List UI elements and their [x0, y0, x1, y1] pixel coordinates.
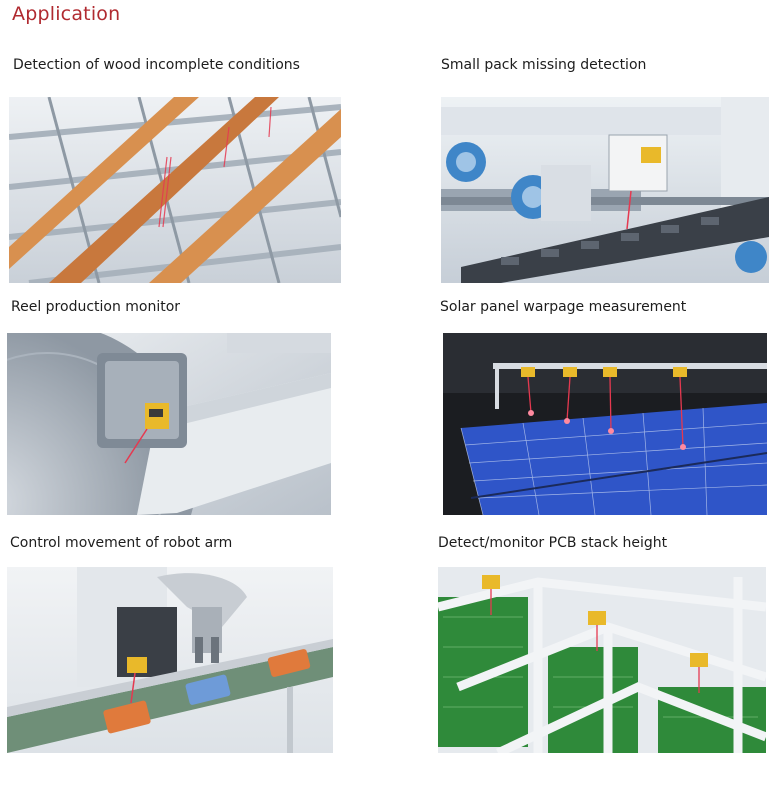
- caption-solar-warpage: Solar panel warpage measurement: [440, 299, 687, 315]
- image-pack-conveyor: [441, 97, 769, 283]
- image-reel-production: [7, 333, 331, 515]
- image-solar-panel: [443, 333, 767, 515]
- image-pcb-stack: [438, 567, 766, 753]
- page-title: Application: [12, 3, 121, 25]
- caption-wood-detection: Detection of wood incomplete conditions: [13, 57, 300, 73]
- caption-robot-arm: Control movement of robot arm: [10, 535, 233, 551]
- image-robot-arm: [7, 567, 333, 753]
- caption-reel-monitor: Reel production monitor: [11, 299, 181, 315]
- caption-small-pack: Small pack missing detection: [441, 57, 647, 73]
- image-wood-conveyor: [9, 97, 341, 283]
- caption-pcb-stack: Detect/monitor PCB stack height: [438, 535, 668, 551]
